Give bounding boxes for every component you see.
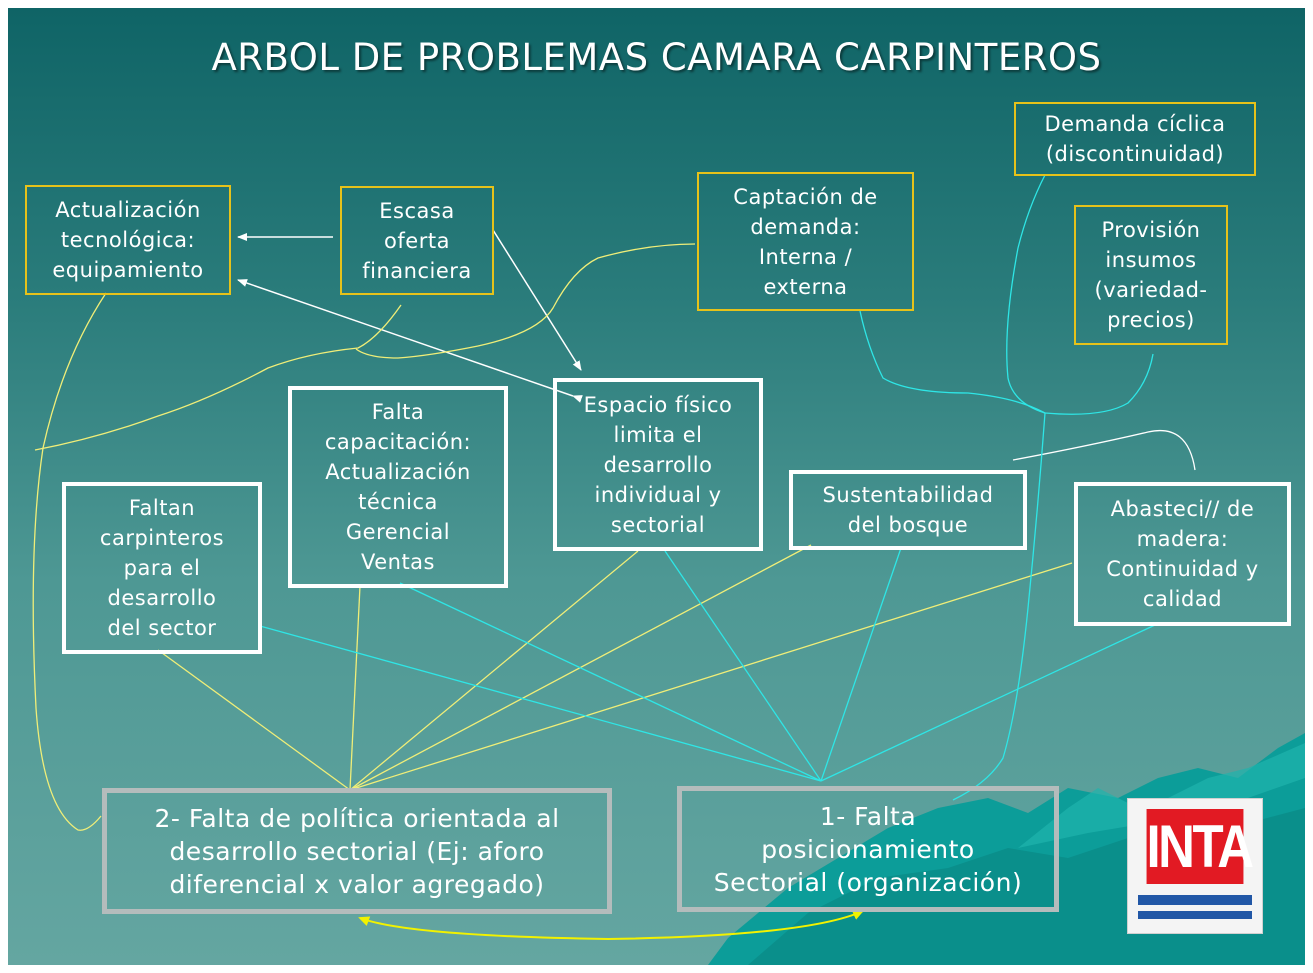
curve-captacion-left — [355, 243, 696, 359]
box-posicionamiento: 1- Falta posicionamiento Sectorial (orga… — [677, 786, 1059, 912]
box-provision: Provisión insumos (variedad- precios) — [1074, 205, 1228, 345]
inta-logo: INTA — [1127, 798, 1263, 934]
box-demanda-ciclica: Demanda cíclica (discontinuidad) — [1014, 102, 1256, 176]
line-espacio-politica — [349, 550, 639, 791]
line-capacitacion-posicionamiento — [399, 582, 822, 782]
box-politica-sectorial: 2- Falta de política orientada al desarr… — [102, 788, 612, 914]
line-trunk — [952, 412, 1046, 801]
arrow-espacio-to-actualizacion — [237, 279, 583, 403]
inta-logo-text: INTA — [1146, 809, 1254, 884]
double-arrow-bottom — [358, 910, 864, 941]
connector-lines — [32, 174, 1196, 941]
line-sustentabilidad-posicionamiento — [820, 547, 902, 782]
box-abastecimiento: Abasteci// de madera: Continuidad y cali… — [1074, 482, 1291, 626]
logo-stripe-bottom — [1138, 911, 1252, 919]
curve-provision — [1044, 353, 1154, 415]
box-faltan-carpinteros: Faltan carpinteros para el desarrollo de… — [62, 482, 262, 654]
curve-actualizacion-left — [32, 292, 107, 831]
line-abastecimiento-politica — [349, 562, 1073, 791]
line-carpinteros-politica — [157, 649, 351, 791]
curve-demanda — [1006, 174, 1046, 414]
line-sustentabilidad-abastecimiento — [1012, 430, 1196, 471]
box-captacion: Captación de demanda: Interna / externa — [697, 172, 914, 311]
line-abastecimiento-posicionamiento — [820, 624, 1156, 782]
box-escasa-oferta: Escasa oferta financiera — [340, 186, 494, 295]
curve-escasa-down — [34, 304, 402, 451]
box-espacio-fisico: Espacio físico limita el desarrollo indi… — [553, 378, 763, 551]
box-sustentabilidad: Sustentabilidad del bosque — [789, 470, 1027, 550]
page-title: ARBOL DE PROBLEMAS CAMARA CARPINTEROS — [211, 36, 1102, 79]
box-actualizacion: Actualización tecnológica: equipamiento — [25, 185, 231, 295]
line-capacitacion-politica — [349, 585, 361, 791]
box-falta-capacitacion: Falta capacitación: Actualización técnic… — [288, 386, 508, 588]
line-carpinteros-posicionamiento — [259, 625, 822, 782]
logo-stripe-top — [1138, 895, 1252, 905]
curve-captacion — [859, 310, 1046, 414]
slide: ARBOL DE PROBLEMAS CAMARA CARPINTEROS — [8, 8, 1305, 965]
line-espacio-posicionamiento — [664, 550, 822, 782]
arrow-escasa-to-espacio — [492, 229, 582, 371]
